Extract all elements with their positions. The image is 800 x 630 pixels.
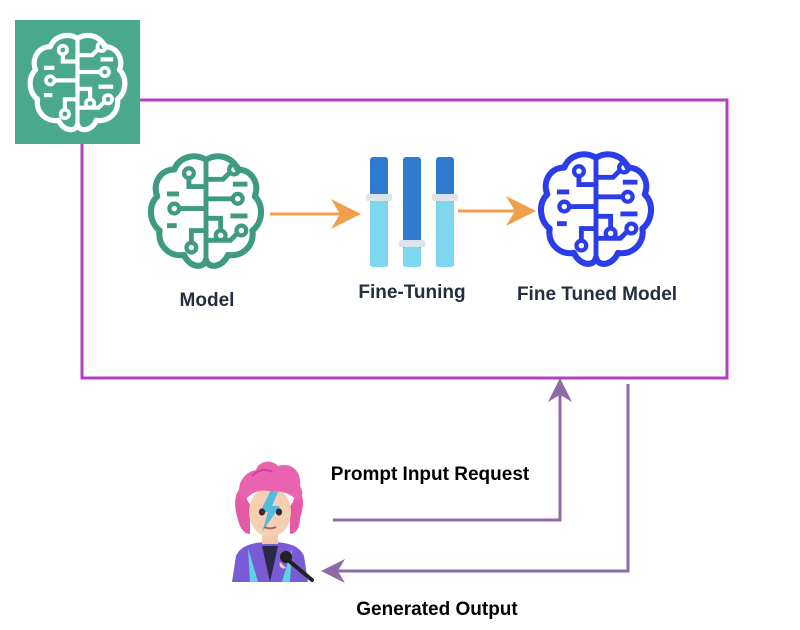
fine-tuned-brain-icon <box>541 154 651 264</box>
model-label: Model <box>180 290 235 311</box>
prompt-input-arrow <box>333 378 572 522</box>
generated-output-label: Generated Output <box>356 599 518 620</box>
sliders-icon <box>366 157 458 267</box>
prompt-input-label: Prompt Input Request <box>331 464 530 485</box>
user-avatar-icon <box>232 461 314 582</box>
fine-tuning-label: Fine-Tuning <box>358 282 465 303</box>
model-brain-icon <box>151 156 261 266</box>
sagemaker-logo <box>15 20 140 144</box>
fine-tuned-model-label: Fine Tuned Model <box>517 284 677 305</box>
pipeline-container <box>80 98 729 380</box>
generated-output-arrow <box>321 384 630 583</box>
